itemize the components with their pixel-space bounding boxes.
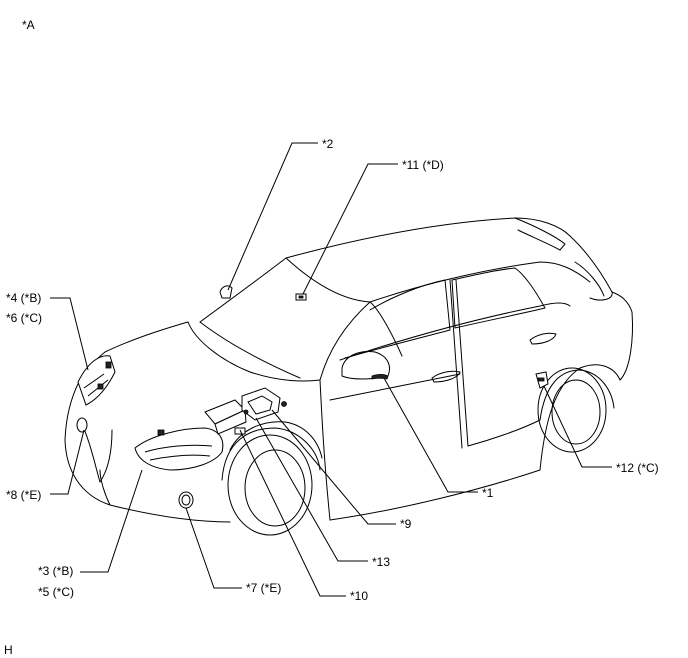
rear-sensor-bracket — [535, 371, 549, 389]
callout-10: *10 — [350, 589, 368, 603]
rain-sensor — [295, 293, 307, 301]
callout-13: *13 — [372, 555, 390, 569]
callout-1: *1 — [482, 486, 494, 500]
callout-3: *3 (*B) — [38, 564, 73, 578]
car-body-outline — [64, 217, 633, 536]
mirror-lamp — [371, 374, 389, 380]
view-label: *A — [22, 18, 35, 32]
figure-code: H — [4, 643, 13, 657]
callout-11: *11 (*D) — [402, 158, 444, 172]
callout-2: *2 — [322, 137, 334, 151]
left-mirror-sensor — [219, 285, 233, 299]
headlamp-assembly-left — [77, 355, 116, 406]
headlamp-assembly-right — [134, 427, 224, 471]
callout-9: *9 — [400, 517, 412, 531]
callout-12: *12 (*C) — [616, 461, 659, 475]
callout-6: *6 (*C) — [6, 311, 42, 325]
callout-8: *8 (*E) — [6, 488, 41, 502]
leader-lines — [50, 142, 612, 597]
callout-7: *7 (*E) — [246, 581, 281, 595]
callout-labels: *2 *11 (*D) *4 (*B) *6 (*C) *8 (*E) *3 (… — [6, 137, 659, 603]
callout-4: *4 (*B) — [6, 291, 41, 305]
abs-actuator-assembly — [241, 387, 287, 421]
callout-5: *5 (*C) — [38, 585, 74, 599]
